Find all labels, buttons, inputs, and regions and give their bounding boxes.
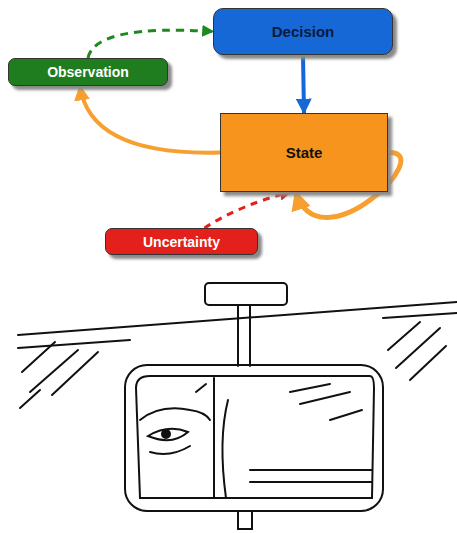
decision-box: Decision bbox=[213, 8, 393, 55]
mirror-bottom-mount bbox=[238, 511, 252, 529]
observation-box: Observation bbox=[8, 58, 168, 86]
uncertainty-flow bbox=[204, 192, 290, 228]
glass-hatch bbox=[388, 322, 446, 380]
node-label: Uncertainty bbox=[143, 234, 220, 250]
mirror-reflection bbox=[214, 378, 228, 498]
windshield-edge bbox=[18, 340, 130, 348]
node-label: Observation bbox=[47, 64, 129, 80]
eye-lid bbox=[150, 446, 190, 454]
observation-flow bbox=[88, 30, 213, 58]
mirror-frame bbox=[125, 365, 383, 511]
mirror-hatch bbox=[196, 384, 362, 420]
decision-flow bbox=[303, 55, 304, 113]
windshield-edge bbox=[383, 313, 457, 318]
mirror-mount bbox=[205, 283, 287, 305]
mirror-reflection bbox=[250, 470, 372, 482]
observation-feedback bbox=[80, 86, 220, 153]
glass-hatch bbox=[20, 342, 98, 408]
state-box: State bbox=[220, 113, 388, 192]
eye bbox=[148, 429, 188, 440]
pupil bbox=[162, 430, 170, 438]
node-label: State bbox=[286, 144, 323, 161]
mirror-glass bbox=[136, 376, 374, 498]
uncertainty-box: Uncertainty bbox=[105, 228, 258, 255]
node-label: Decision bbox=[272, 23, 335, 40]
eyebrow bbox=[140, 408, 210, 420]
mirror-stem bbox=[238, 305, 250, 366]
